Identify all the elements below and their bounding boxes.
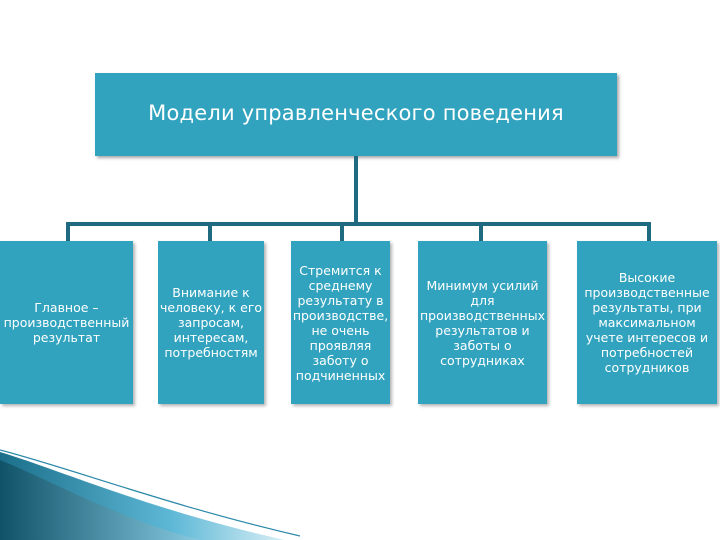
child-node-2: Внимание к человеку, к его запросам, инт… (158, 241, 264, 404)
child-node-3-label: Стремится к среднему результату в произв… (292, 262, 389, 383)
connector-root-trunk (354, 156, 358, 224)
child-node-3: Стремится к среднему результату в произв… (291, 241, 390, 404)
root-node-label: Модели управленческого поведения (148, 100, 564, 125)
connector-drop-4 (479, 222, 483, 241)
swoosh-line (0, 449, 300, 537)
child-node-4-label: Минимум усилий для производственных резу… (419, 277, 545, 368)
connector-drop-1 (66, 222, 70, 241)
child-node-1-label: Главное – производственный результат (3, 300, 130, 345)
connector-drop-3 (340, 222, 344, 241)
root-node: Модели управленческого поведения (95, 73, 617, 156)
child-node-5-label: Высокие производственные результаты, при… (584, 270, 710, 375)
child-node-2-label: Внимание к человеку, к его запросам, инт… (159, 285, 263, 360)
swoosh-dark (0, 460, 200, 540)
connector-horizontal-bar (66, 222, 651, 226)
child-node-4: Минимум усилий для производственных резу… (418, 241, 547, 404)
decorative-swoosh (0, 449, 300, 540)
child-node-1: Главное – производственный результат (0, 241, 133, 404)
child-node-5: Высокие производственные результаты, при… (577, 241, 717, 404)
connector-drop-5 (647, 222, 651, 241)
connector-drop-2 (208, 222, 212, 241)
